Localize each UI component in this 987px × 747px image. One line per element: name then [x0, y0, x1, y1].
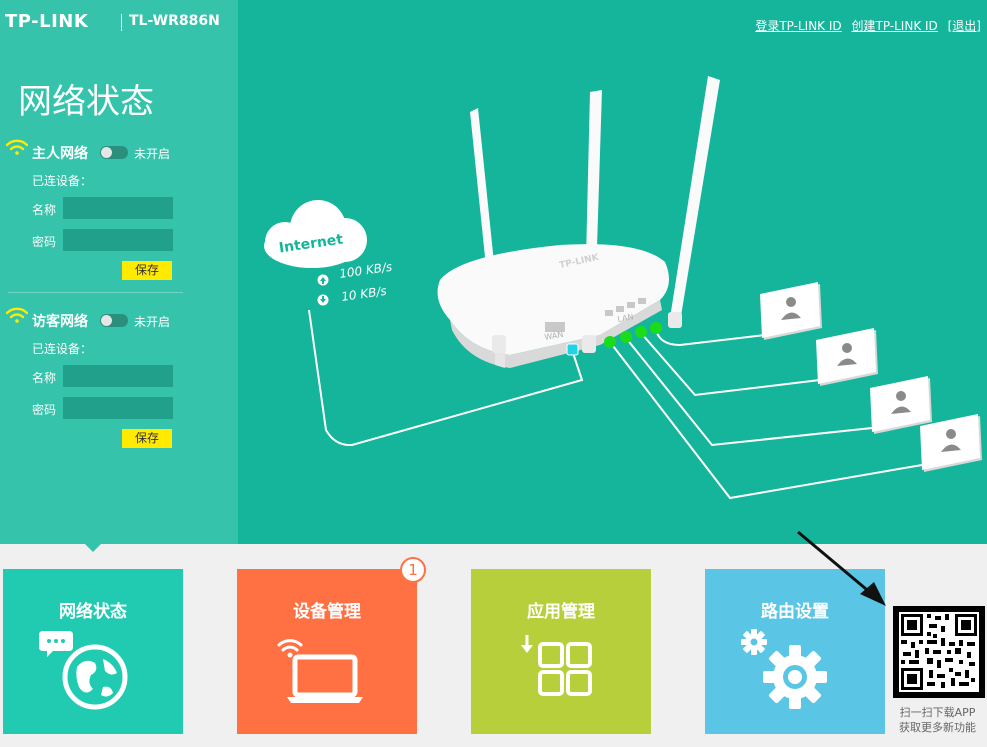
guest-connected-label: 已连设备： — [32, 342, 93, 356]
tile-label: 设备管理 — [293, 602, 361, 622]
create-id-link[interactable]: 创建TP-LINK ID — [851, 19, 938, 33]
globe-icon — [39, 631, 128, 710]
device-card[interactable] — [816, 328, 878, 386]
host-name-label: 名称 — [32, 203, 57, 217]
lan-port-indicator — [650, 322, 662, 334]
account-links: 登录TP-LINK ID 创建TP-LINK ID [退出] — [749, 17, 981, 34]
guest-password-input[interactable] — [63, 397, 173, 419]
tile-device-management[interactable]: 设备管理 — [237, 569, 417, 734]
host-network-toggle-state: 未开启 — [134, 147, 171, 161]
internet-cloud-icon — [264, 200, 367, 268]
tile-network-status[interactable]: 网络状态 — [3, 569, 183, 734]
host-password-label: 密码 — [32, 235, 57, 249]
host-network-title: 主人网络 — [32, 146, 88, 162]
upload-speed: 100 KB/s — [338, 260, 393, 281]
router-icon — [437, 76, 720, 368]
gear-icon — [741, 629, 827, 709]
host-network-toggle[interactable] — [100, 146, 128, 159]
notification-badge: 1 — [400, 557, 426, 583]
tile-label: 应用管理 — [527, 602, 595, 622]
logout-link[interactable]: [退出] — [947, 19, 981, 33]
lan-label: LAN — [617, 312, 634, 324]
download-speed: 10 KB/s — [340, 284, 387, 304]
sidebar-divider — [8, 292, 183, 293]
user-icon — [896, 391, 906, 401]
guest-name-label: 名称 — [32, 371, 57, 385]
download-arrow-icon — [317, 294, 329, 306]
qr-caption-line2: 获取更多新功能 — [899, 721, 976, 734]
guest-network-toggle[interactable] — [100, 314, 128, 327]
guest-name-input[interactable] — [63, 365, 173, 387]
guest-network-title: 访客网络 — [32, 314, 88, 330]
tile-label: 网络状态 — [59, 602, 127, 622]
apps-grid-icon — [521, 635, 592, 696]
wan-label: WAN — [544, 330, 564, 342]
qr-caption-line1: 扫一扫下载APP — [899, 706, 976, 719]
tile-label: 路由设置 — [761, 602, 829, 622]
sidebar: TP-LINK TL-WR886N 网络状态 主人网络 未开启 已连设备： 名称… — [0, 0, 238, 544]
qr-code-icon — [899, 612, 979, 692]
tile-app-management[interactable]: 应用管理 — [471, 569, 651, 734]
page-title: 网络状态 — [18, 82, 154, 122]
guest-network-toggle-state: 未开启 — [134, 315, 171, 329]
lan-port-indicator — [604, 336, 616, 348]
laptop-icon — [277, 639, 363, 703]
annotation-arrow-icon — [797, 530, 886, 606]
lan-port-indicator — [620, 331, 632, 343]
host-password-input[interactable] — [63, 229, 173, 251]
wifi-icon — [6, 307, 28, 323]
host-name-input[interactable] — [63, 197, 173, 219]
wifi-icon — [6, 139, 28, 155]
active-tile-pointer — [84, 543, 102, 552]
tile-router-settings[interactable]: 路由设置 — [705, 569, 885, 734]
guest-password-label: 密码 — [32, 403, 57, 417]
device-card[interactable] — [870, 376, 932, 434]
brand-logo: TP-LINK — [5, 11, 89, 32]
wan-port-indicator — [566, 343, 579, 356]
model-name: TL-WR886N — [129, 13, 220, 29]
lan-port-indicator — [635, 326, 647, 338]
brand-separator — [121, 14, 122, 31]
user-icon — [842, 343, 852, 353]
host-save-button[interactable]: 保存 — [122, 261, 172, 280]
user-icon — [946, 429, 956, 439]
device-card[interactable] — [920, 414, 982, 472]
user-icon — [786, 297, 796, 307]
qr-code — [893, 606, 985, 698]
upload-arrow-icon — [317, 274, 329, 286]
host-connected-label: 已连设备： — [32, 174, 93, 188]
network-diagram: Internet 100 KB/s 10 KB/s TP-LINK WAN LA… — [264, 76, 982, 500]
login-link[interactable]: 登录TP-LINK ID — [755, 19, 842, 33]
device-card[interactable] — [760, 282, 822, 340]
guest-save-button[interactable]: 保存 — [122, 429, 172, 448]
